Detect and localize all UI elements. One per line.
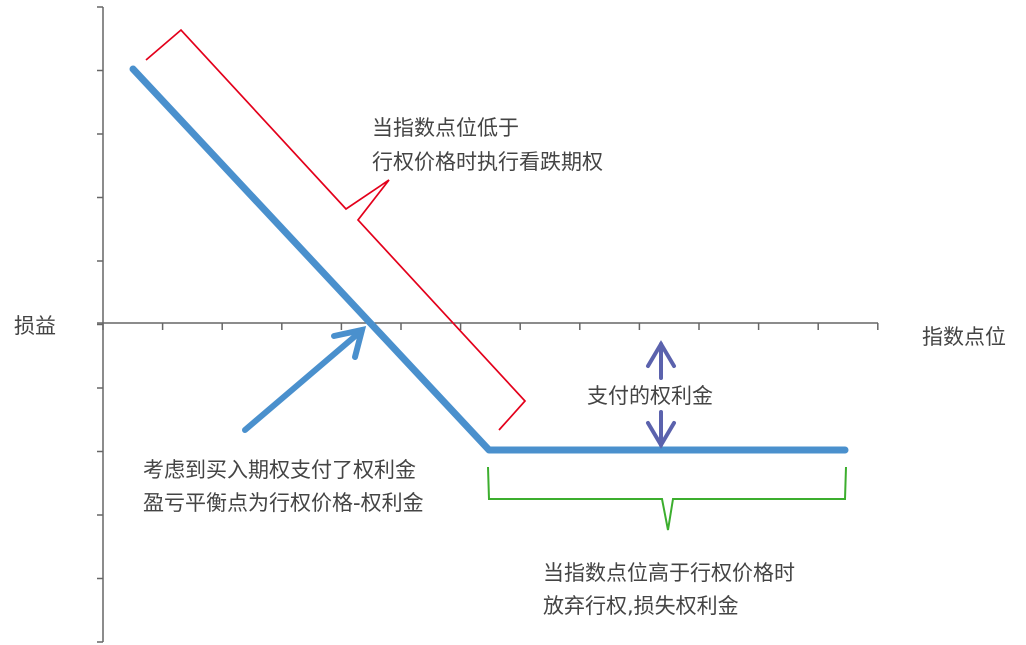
- breakeven-note-line2: 盈亏平衡点为行权价格-权利金: [143, 491, 424, 515]
- exercise-note-line2: 行权价格时执行看跌期权: [372, 150, 603, 174]
- abandon-note-line2: 放弃行权,损失权利金: [543, 594, 739, 618]
- y-axis: [97, 6, 104, 643]
- abandon-bracket: [487, 466, 847, 531]
- y-axis-label: 损益: [14, 314, 56, 338]
- premium-arrow-icon: [646, 340, 676, 449]
- breakeven-note-line1: 考虑到买入期权支付了权利金: [143, 458, 416, 482]
- x-axis-label: 指数点位: [922, 325, 1006, 349]
- premium-label: 支付的权利金: [587, 384, 713, 408]
- breakeven-arrow: [242, 326, 367, 433]
- x-axis: [97, 322, 879, 330]
- abandon-note-line1: 当指数点位高于行权价格时: [543, 561, 795, 585]
- exercise-note-line1: 当指数点位低于: [372, 116, 519, 140]
- exercise-bracket: [145, 28, 527, 431]
- payoff-line: [129, 65, 849, 454]
